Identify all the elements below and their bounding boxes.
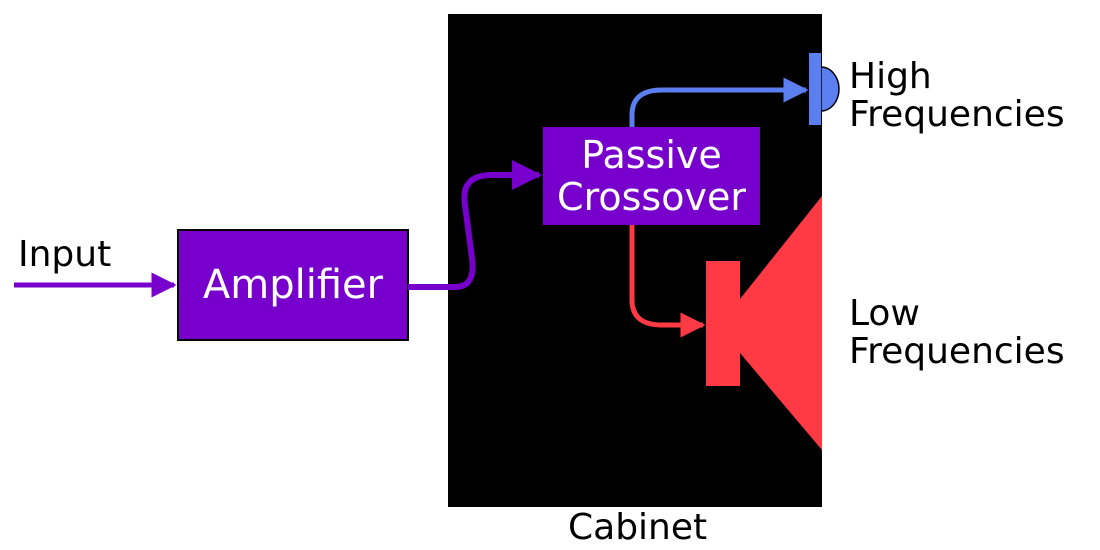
crossover-box — [543, 127, 760, 225]
tweeter-dome-icon — [820, 66, 840, 112]
high-frequencies-label: High Frequencies — [849, 58, 1065, 134]
woofer-magnet-icon — [706, 261, 740, 386]
amplifier-box — [177, 229, 409, 341]
amplifier-label: Amplifier — [202, 262, 384, 308]
cabinet-box — [448, 14, 822, 507]
input-label: Input — [18, 234, 112, 275]
high-frequency-arrow — [629, 77, 809, 127]
crossover-label-line2: Crossover — [557, 175, 746, 219]
woofer-cone-icon — [740, 196, 822, 450]
low-frequencies-label: Low Frequencies — [849, 295, 1065, 371]
high-label-line2: Frequencies — [849, 94, 1065, 135]
cabinet-label: Cabinet — [568, 507, 708, 548]
crossover-label: Passive Crossover — [543, 127, 760, 225]
low-label-line2: Frequencies — [849, 331, 1065, 372]
high-label-line1: High — [849, 56, 932, 97]
low-label-line1: Low — [849, 293, 920, 334]
crossover-label-line1: Passive — [581, 133, 722, 177]
low-frequency-arrow — [629, 225, 706, 338]
amplifier-to-crossover-arrow — [408, 160, 542, 290]
tweeter-icon — [809, 53, 821, 125]
